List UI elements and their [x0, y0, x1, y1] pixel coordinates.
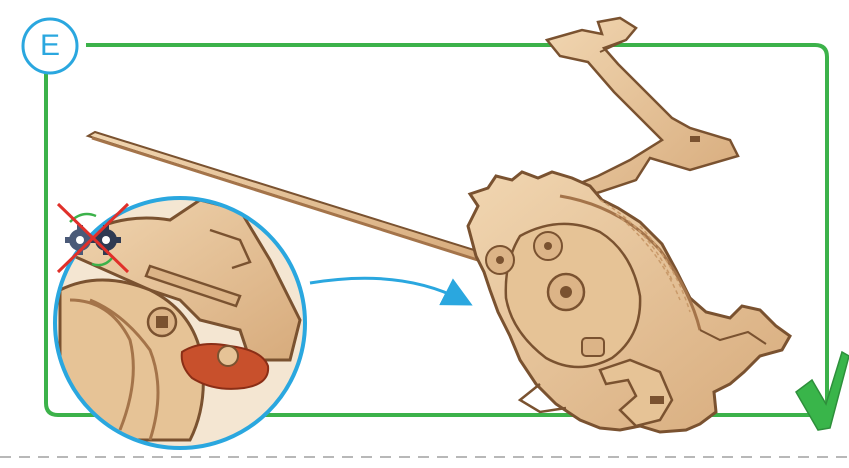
checkmark-icon [796, 352, 849, 430]
step-badge [23, 19, 77, 73]
callout-arrow-icon [310, 278, 462, 300]
dragon-body [468, 172, 790, 432]
